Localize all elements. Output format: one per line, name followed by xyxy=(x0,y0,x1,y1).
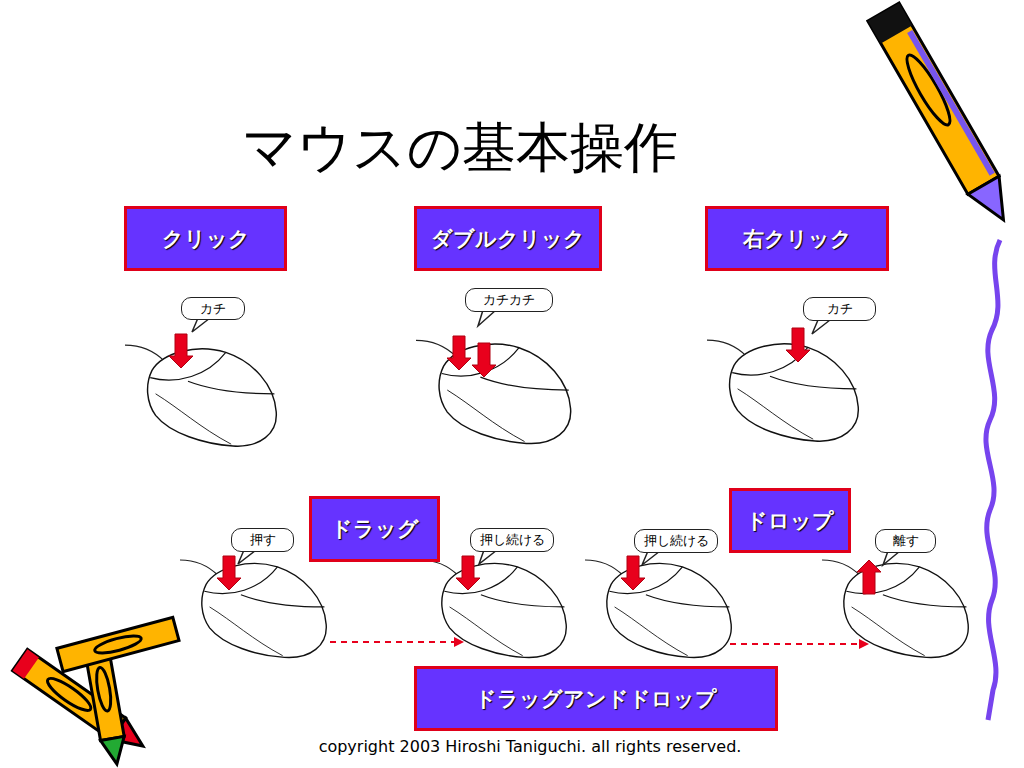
box-text: ダブルクリック xyxy=(431,225,585,253)
copyright-label: copyright 2003 Hiroshi Taniguchi. all ri… xyxy=(200,737,860,756)
bubble-text: 押し続ける xyxy=(644,532,709,550)
speech-bubble: カチ xyxy=(803,297,876,321)
speech-bubble: 離す xyxy=(875,529,936,553)
box-text: ドラッグアンドドロップ xyxy=(475,685,717,713)
title: マウスの基本操作 xyxy=(150,112,770,185)
flow-arrow xyxy=(330,637,869,649)
speech-bubble: カチカチ xyxy=(465,288,553,312)
label-box: ダブルクリック xyxy=(414,206,602,271)
crayon-decoration xyxy=(13,617,179,766)
box-text: クリック xyxy=(162,225,250,253)
bubble-text: 押し続ける xyxy=(480,531,545,549)
bubble-text: 離す xyxy=(893,532,919,550)
copyright-text: copyright 2003 Hiroshi Taniguchi. all ri… xyxy=(319,737,742,756)
bubble-text: 押す xyxy=(250,531,276,549)
bubble-text: カチ xyxy=(200,300,226,318)
speech-bubble: カチ xyxy=(181,297,245,320)
label-box: ドラッグ xyxy=(309,496,440,562)
speech-bubble: 押し続ける xyxy=(634,529,718,553)
mouse-figure xyxy=(125,340,968,657)
bubble-text: カチカチ xyxy=(483,291,535,309)
pencil-decoration xyxy=(868,3,1019,229)
label-box: ドロップ xyxy=(729,488,851,553)
speech-bubble: 押す xyxy=(231,528,294,552)
press-arrow xyxy=(169,328,881,594)
box-text: 右クリック xyxy=(743,225,852,253)
label-box: 右クリック xyxy=(705,206,889,271)
label-box: クリック xyxy=(124,206,287,271)
speech-bubble: 押し続ける xyxy=(470,528,554,552)
title-text: マウスの基本操作 xyxy=(242,116,678,179)
box-text: ドラッグ xyxy=(331,515,419,543)
bubble-tail xyxy=(192,310,900,565)
box-text: ドロップ xyxy=(746,507,834,535)
bubble-text: カチ xyxy=(827,300,853,318)
label-box: ドラッグアンドドロップ xyxy=(414,666,778,731)
wavy-border xyxy=(986,240,1000,720)
